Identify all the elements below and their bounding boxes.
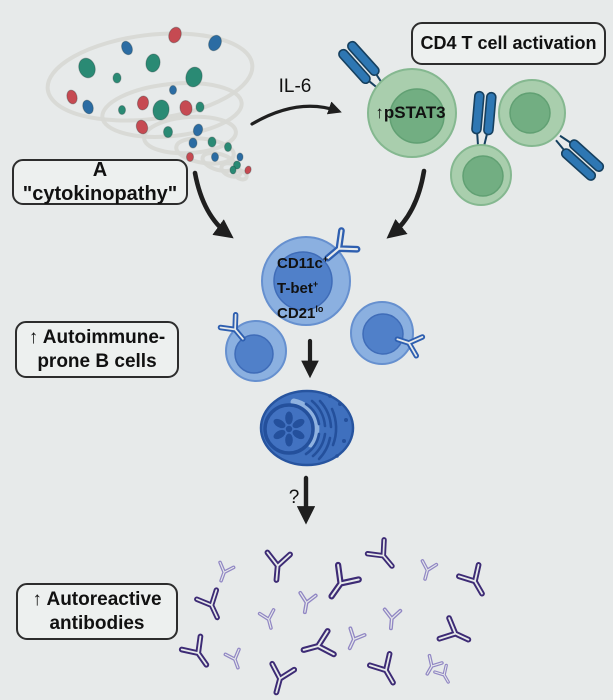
- antibody-icon: [197, 590, 227, 622]
- antibody-icon: [265, 664, 294, 696]
- antibody-icon: [223, 647, 247, 672]
- cytokine-dot: [78, 57, 96, 79]
- cytokine-dot: [186, 152, 194, 162]
- cytokine-dot: [163, 126, 173, 138]
- bcell-marker-cd21: CD21lo: [277, 304, 324, 322]
- cytokine-dot: [168, 26, 182, 44]
- cytokine-dot: [145, 53, 161, 73]
- antibody-icon: [368, 540, 401, 573]
- bcell-marker-text: CD11c+ T-bet+ CD21lo: [277, 249, 367, 324]
- antibody-icon: [265, 552, 290, 580]
- cytokine-dot: [224, 142, 232, 152]
- antibody-icon: [370, 654, 403, 688]
- pstat3-label: ↑pSTAT3: [375, 103, 446, 122]
- cytokine-to-bcell-arrow: [192, 170, 234, 239]
- tcell-to-bcell-arrow: [386, 168, 427, 239]
- autoreactive-label-line1: ↑ Autoreactive: [32, 589, 162, 611]
- antibody-icon: [182, 636, 216, 671]
- plasma-cell: [259, 389, 355, 467]
- question-mark-label: ?: [288, 487, 300, 508]
- autoimmune-bcell-label: ↑ Autoimmune- prone B cells: [15, 321, 179, 378]
- antibody-icon: [459, 565, 492, 599]
- cd4-activation-label: CD4 T cell activation: [411, 22, 606, 65]
- cytokine-dot: [169, 85, 177, 95]
- cytokine-dot: [192, 123, 204, 137]
- cytokine-dot: [207, 136, 217, 148]
- autoimmune-label-line2: prone B cells: [37, 350, 157, 372]
- cytokine-storm-spiral: [45, 31, 255, 182]
- bcell-group: [220, 231, 422, 382]
- autoimmune-label-line1: ↑ Autoimmune-: [28, 327, 166, 349]
- cd4-tcell-group: [336, 38, 607, 206]
- cytokine-dot: [121, 40, 133, 56]
- antibody-icon: [416, 559, 439, 583]
- cytokinopathy-label: A "cytokinopathy": [12, 159, 188, 205]
- antibody-icon: [321, 565, 359, 604]
- tcell-receptor-icon: [549, 129, 607, 183]
- autoreactive-label-line2: antibodies: [49, 612, 145, 634]
- cytokine-dot: [195, 101, 205, 113]
- cytokine-dot: [136, 95, 150, 111]
- antibody-icon: [433, 663, 456, 687]
- cytokine-dot: [188, 137, 198, 149]
- cytokine-dot: [229, 165, 237, 175]
- antibody-icon: [340, 626, 367, 654]
- cytokine-dot: [185, 66, 203, 88]
- antibody-icon: [381, 607, 403, 631]
- il6-label: IL-6: [278, 76, 312, 97]
- cytokine-dot: [82, 99, 94, 115]
- cd4-activation-label-text: CD4 T cell activation: [420, 32, 597, 53]
- autoreactive-antibody-field: [182, 540, 492, 696]
- bcell-marker-cd11c: CD11c+: [277, 254, 329, 272]
- antibody-icon: [212, 560, 236, 585]
- il6-arrow: [250, 101, 342, 126]
- antibody-icon: [257, 608, 280, 632]
- tcell-receptor-icon: [469, 90, 498, 148]
- cytokine-dot: [208, 34, 222, 52]
- cytokine-dot: [244, 165, 252, 175]
- cytokine-dot: [135, 119, 149, 135]
- cytokine-dot: [66, 89, 78, 105]
- cytokine-dot: [112, 72, 122, 84]
- antibody-icon: [439, 618, 473, 650]
- cytokine-dot: [179, 100, 193, 116]
- cytokine-dot: [236, 152, 244, 162]
- bcell-marker-tbet: T-bet+: [277, 279, 319, 297]
- cytokine-dot: [118, 105, 126, 115]
- cytokine-dot: [233, 160, 241, 170]
- plasma-er-arcs: [304, 394, 348, 461]
- antibody-icon: [295, 590, 318, 616]
- cytokine-dot: [211, 152, 219, 162]
- cytokine-dot: [152, 99, 170, 121]
- antibody-icon: [301, 631, 334, 661]
- cytokine-molecules: [66, 26, 252, 175]
- autoreactive-antibody-label: ↑ Autoreactive antibodies: [16, 583, 178, 640]
- cytokinopathy-label-text: A "cytokinopathy": [22, 158, 178, 205]
